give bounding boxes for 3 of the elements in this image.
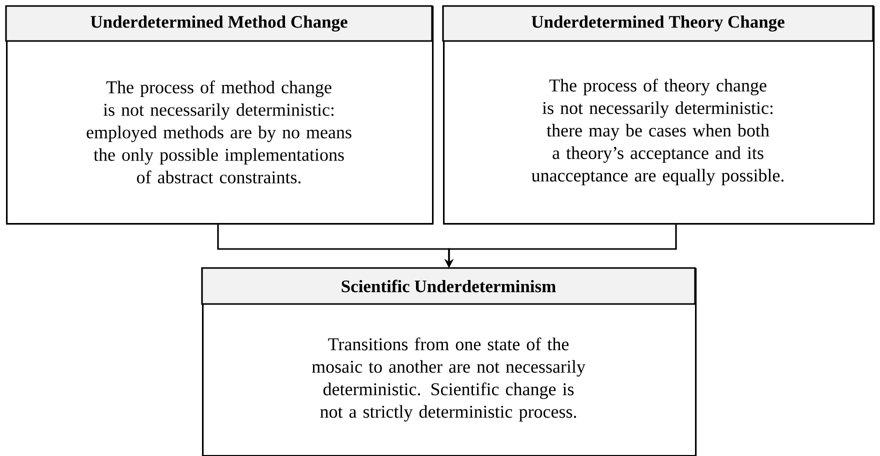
process-box: Underdetermined Theory Change The process of theory change is not necessarily deterministic: there may be cases when both a theory’s acceptance and its unacceptance are equally possible. — [442, 5, 875, 225]
process-box: Scientific Underdeterminism Transitions from one state of the mosaic to another are not necessarily deterministic. Scientific change is not a strictly deterministic process. — [201, 267, 697, 456]
process-box: Underdetermined Method Change The process of method change is not necessarily deterministic: employed methods are by no means the only possible implementations of abstract constraints. — [5, 5, 434, 225]
